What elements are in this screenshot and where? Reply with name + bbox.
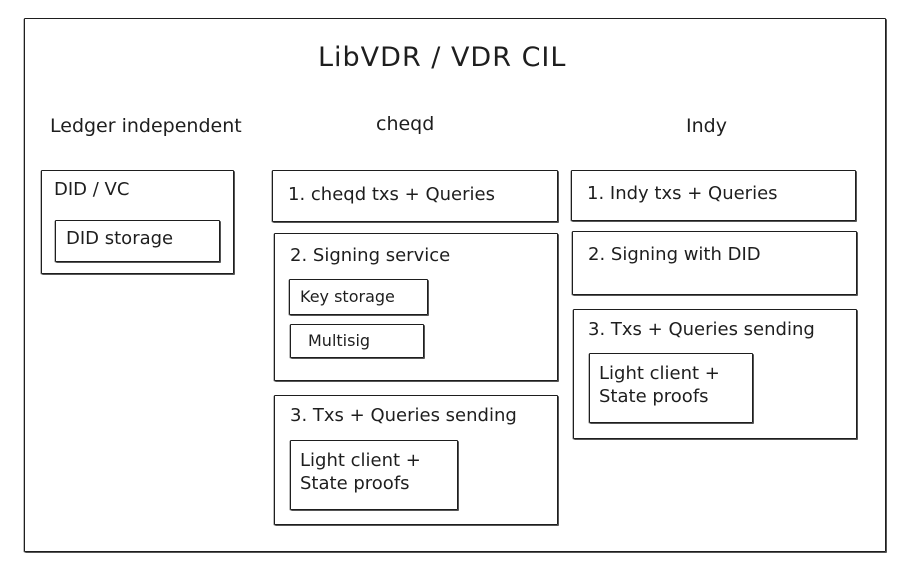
cheqd-txs-queries-box [272, 170, 558, 222]
did-vc-label: DID / VC [54, 179, 130, 200]
key-storage-label: Key storage [300, 287, 395, 306]
indy-signing-box [572, 231, 857, 295]
cheqd-signing-service-box [274, 233, 558, 381]
indy-txs-queries-label: 1. Indy txs + Queries [587, 183, 778, 204]
indy-light-client-label: Light client + State proofs [599, 363, 720, 408]
multisig-label: Multisig [308, 331, 371, 350]
did-storage-label: DID storage [66, 228, 174, 249]
indy-signing-label: 2. Signing with DID [588, 244, 761, 265]
did-storage-box [55, 220, 220, 262]
multisig-box [290, 324, 424, 358]
indy-sending-label: 3. Txs + Queries sending [588, 319, 815, 340]
cheqd-sending-label: 3. Txs + Queries sending [290, 405, 517, 426]
column-header-cheqd: cheqd [376, 113, 435, 135]
cheqd-light-client-box [290, 440, 458, 510]
indy-sending-box [573, 309, 857, 439]
cheqd-signing-service-label: 2. Signing service [290, 245, 451, 266]
key-storage-box [289, 279, 428, 315]
indy-light-client-box [589, 353, 753, 423]
cheqd-light-client-label: Light client + State proofs [300, 450, 421, 495]
outer-frame [24, 18, 886, 552]
column-header-indy: Indy [686, 115, 727, 137]
did-vc-box [41, 170, 234, 274]
cheqd-txs-queries-label: 1. cheqd txs + Queries [288, 184, 495, 205]
diagram-title: LibVDR / VDR CIL [318, 42, 567, 73]
column-header-ledger-independent: Ledger independent [50, 115, 242, 137]
cheqd-sending-box [274, 395, 558, 525]
indy-txs-queries-box [571, 170, 856, 221]
